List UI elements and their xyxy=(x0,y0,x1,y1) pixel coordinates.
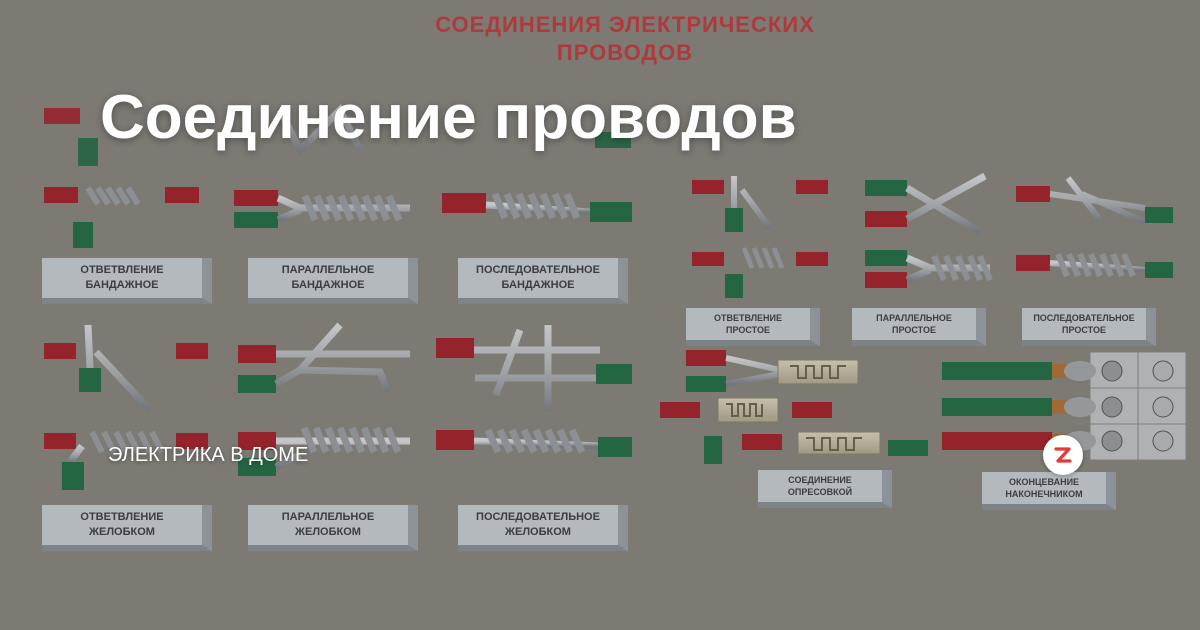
caption-line1: ОКОНЦЕВАНИЕ xyxy=(1008,476,1080,487)
branch-simple-illustration xyxy=(692,176,828,298)
caption-line1: ПОСЛЕДОВАТЕЛЬНОЕ xyxy=(476,264,600,277)
lug-termination-illustration xyxy=(942,351,1187,461)
caption-branch-simple: ОТВЕТВЛЕНИЕ ПРОСТОЕ xyxy=(686,308,820,346)
caption-parallel-bandage: ПАРАЛЛЕЛЬНОЕ БАНДАЖНОЕ xyxy=(248,258,418,304)
caption-lug: ОКОНЦЕВАНИЕ НАКОНЕЧНИКОМ xyxy=(982,472,1116,510)
caption-line2: БАНДАЖНОЕ xyxy=(501,279,575,291)
serial-simple-illustration xyxy=(1016,176,1173,278)
parallel-groove-illustration xyxy=(238,322,410,476)
channel-name[interactable]: ЭЛЕКТРИКА В ДОМЕ xyxy=(108,444,309,466)
caption-line1: ПАРАЛЛЕЛЬНОЕ xyxy=(281,511,375,524)
caption-serial-simple: ПОСЛЕДОВАТЕЛЬНОЕ ПРОСТОЕ xyxy=(1022,308,1156,346)
branch-bandage-illustration xyxy=(44,186,199,248)
caption-line1: ПОСЛЕДОВАТЕЛЬНОЕ xyxy=(476,511,600,524)
caption-crimp: СОЕДИНЕНИЕ ОПРЕСОВКОЙ xyxy=(758,470,892,508)
caption-line2: ЖЕЛОБКОМ xyxy=(89,526,155,538)
caption-line2: ОПРЕСОВКОЙ xyxy=(787,487,853,497)
caption-line1: ПОСЛЕДОВАТЕЛЬНОЕ xyxy=(1033,312,1135,323)
parallel-bandage-illustration xyxy=(234,190,410,228)
caption-line1: ОТВЕТВЛЕНИЕ xyxy=(713,312,783,323)
serial-bandage-illustration xyxy=(442,192,632,222)
serial-groove-illustration xyxy=(436,325,632,457)
top-figures xyxy=(44,75,631,166)
caption-line2: ПРОСТОЕ xyxy=(892,325,936,335)
branch-groove-illustration xyxy=(44,324,208,490)
caption-line2: НАКОНЕЧНИКОМ xyxy=(1005,489,1083,499)
caption-parallel-simple: ПАРАЛЛЕЛЬНОЕ ПРОСТОЕ xyxy=(852,308,986,346)
caption-line1: ПАРАЛЛЕЛЬНОЕ xyxy=(281,264,375,277)
poster-title-line1: СОЕДИНЕНИЯ ЭЛЕКТРИЧЕСКИХ xyxy=(435,12,815,37)
crimp-illustration xyxy=(660,350,928,464)
zen-logo-icon[interactable] xyxy=(1043,435,1083,475)
caption-serial-bandage: ПОСЛЕДОВАТЕЛЬНОЕ БАНДАЖНОЕ xyxy=(458,258,628,304)
caption-parallel-groove: ПАРАЛЛЕЛЬНОЕ ЖЕЛОБКОМ xyxy=(248,505,418,551)
poster-title-line2: ПРОВОДОВ xyxy=(556,40,694,65)
parallel-simple-illustration xyxy=(865,172,993,288)
article-headline[interactable]: Соединение проводов xyxy=(100,83,797,152)
caption-line2: ПРОСТОЕ xyxy=(726,325,770,335)
caption-serial-groove: ПОСЛЕДОВАТЕЛЬНОЕ ЖЕЛОБКОМ xyxy=(458,505,628,551)
caption-line1: ОТВЕТВЛЕНИЕ xyxy=(80,264,164,277)
zen-logo-glyph-icon xyxy=(1054,447,1072,463)
caption-line2: БАНДАЖНОЕ xyxy=(291,279,365,291)
caption-branch-bandage: ОТВЕТВЛЕНИЕ БАНДАЖНОЕ xyxy=(42,258,212,304)
caption-line1: СОЕДИНЕНИЕ xyxy=(788,474,852,485)
caption-line2: БАНДАЖНОЕ xyxy=(85,279,159,291)
caption-line2: ПРОСТОЕ xyxy=(1062,325,1106,335)
caption-branch-groove: ОТВЕТВЛЕНИЕ ЖЕЛОБКОМ xyxy=(42,505,212,551)
caption-line2: ЖЕЛОБКОМ xyxy=(505,526,571,538)
caption-line1: ПАРАЛЛЕЛЬНОЕ xyxy=(876,312,952,323)
caption-line1: ОТВЕТВЛЕНИЕ xyxy=(80,511,164,524)
caption-line2: ЖЕЛОБКОМ xyxy=(295,526,361,538)
